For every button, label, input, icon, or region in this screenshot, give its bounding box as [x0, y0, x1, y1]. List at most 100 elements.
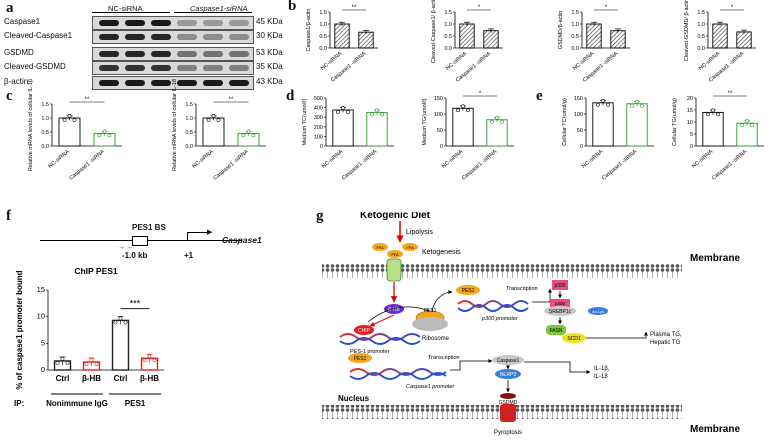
data-point — [461, 104, 465, 109]
ribosome-icon — [412, 317, 448, 331]
y-tick-label: 1.5 — [571, 10, 579, 16]
y-tick-label: 15 — [37, 285, 45, 294]
pes1-label: PES1 — [462, 288, 475, 294]
y-tick-label: 200 — [314, 125, 323, 131]
blot-band — [125, 20, 145, 26]
fasn-box — [546, 325, 566, 335]
gene-name: Caspase1 — [222, 235, 262, 245]
ffa-label: FFA — [391, 252, 399, 257]
data-point — [635, 99, 639, 104]
data-point — [346, 110, 350, 114]
blot-kda: 45 KDa — [256, 17, 283, 26]
blot-strip — [92, 16, 254, 30]
data-point — [89, 358, 94, 362]
blot-band — [229, 80, 249, 86]
panel-label-g: g — [316, 208, 324, 224]
blot-band — [99, 80, 119, 86]
blot-band — [125, 65, 145, 71]
data-point — [380, 112, 384, 117]
blot-band — [177, 51, 197, 57]
x-tick-label: Caspase1 -siRNA — [711, 149, 749, 182]
caspase1-promoter-label: Caspase1 promoter — [406, 384, 455, 390]
blot-band — [125, 51, 145, 57]
blot-band — [177, 65, 197, 71]
y-tick-label: 1.5 — [319, 10, 327, 16]
y-tick-label: 50 — [437, 128, 443, 134]
data-point — [147, 354, 152, 359]
y-tick-label: 1.0 — [41, 116, 49, 122]
x-tick-label: NC-siRNA — [445, 51, 469, 72]
caspase1-protein — [492, 355, 524, 365]
p300-promoter-label: p300 promoter — [481, 316, 519, 322]
ac-lys-marker — [588, 307, 608, 315]
bar — [334, 23, 350, 49]
y-tick-label: 0.0 — [319, 46, 327, 52]
blot-header-caspase1: Caspase1-siRNA — [190, 4, 248, 13]
blot-kda: 30 KDa — [256, 31, 283, 40]
y-tick-label: 0.5 — [185, 130, 193, 136]
blot-band — [177, 34, 197, 40]
y-tick-label: 0 — [320, 144, 323, 150]
blot-band — [151, 20, 171, 26]
data-point — [123, 320, 128, 325]
data-point — [60, 357, 65, 361]
blot-band — [99, 51, 119, 57]
panel-label-a: a — [6, 0, 14, 16]
y-tick-label: 0.5 — [41, 130, 49, 136]
transcription-label: Transcription — [506, 286, 538, 292]
data-point — [745, 119, 749, 124]
nucleus-label: Nucleus — [338, 394, 370, 403]
data-point — [640, 103, 644, 108]
blot-strip — [92, 47, 254, 61]
significance-marker: ** — [229, 97, 234, 103]
data-point — [711, 108, 715, 113]
x-tick-label: β-HB — [140, 374, 159, 383]
fasn-label: FASN — [549, 328, 562, 334]
data-point — [142, 358, 147, 363]
blot-band — [151, 34, 171, 40]
data-point — [630, 103, 634, 108]
caspase1-label: Caspase1 — [497, 358, 520, 364]
gsdmd-label: GSDMD — [499, 400, 518, 406]
data-point — [490, 119, 494, 124]
panel-label-c: c — [6, 88, 13, 104]
significance-marker: * — [731, 5, 734, 11]
srebp1c-label: SREBP1c — [549, 309, 572, 315]
chip-label: CHIP — [358, 328, 371, 334]
ketogenesis-label: Ketogenesis — [422, 249, 461, 256]
y-tick-label: 0.0 — [444, 46, 452, 52]
y-axis-label: Relative mRNA levels of cellular IL-1β — [28, 79, 34, 171]
ip-label: IP: — [14, 399, 24, 408]
y-tick-label: 50 — [577, 128, 583, 134]
y-tick-label: 0.5 — [319, 34, 327, 40]
bar — [483, 30, 499, 49]
data-point — [336, 110, 340, 114]
blot-band — [203, 51, 223, 57]
y-axis-label: GSDMD/β-actin — [558, 11, 564, 50]
significance-marker: ** — [85, 97, 90, 103]
pes1-bs-label: PES1 BS — [132, 223, 166, 232]
data-point — [716, 112, 720, 117]
lipolysis-label: Lipolysis — [406, 229, 433, 236]
pes1-label: PES1 — [354, 356, 367, 362]
bar — [486, 119, 508, 147]
blot-band — [203, 20, 223, 26]
chip-protein — [354, 325, 374, 335]
significance-marker: *** — [130, 299, 141, 309]
data-point — [596, 102, 600, 107]
significance-marker: * — [479, 91, 482, 97]
gsdmd-protein — [500, 393, 516, 399]
group-label: PES1 — [125, 399, 146, 408]
blot-band — [229, 65, 249, 71]
y-tick-label: 20 — [687, 96, 693, 102]
y-tick-label: 0.5 — [697, 34, 705, 40]
blot-header-nc: NC-siRNA — [108, 4, 143, 13]
blot-band — [203, 34, 223, 40]
blot-row-label: GSDMD — [4, 48, 34, 57]
x-tick-label: Caspase1 -siRNA — [341, 149, 379, 182]
y-tick-label: 1.5 — [444, 10, 452, 16]
bar — [459, 23, 475, 49]
y-tick-label: 1.0 — [571, 22, 579, 28]
blot-band — [177, 80, 197, 86]
p300-label: p300 — [555, 301, 566, 306]
